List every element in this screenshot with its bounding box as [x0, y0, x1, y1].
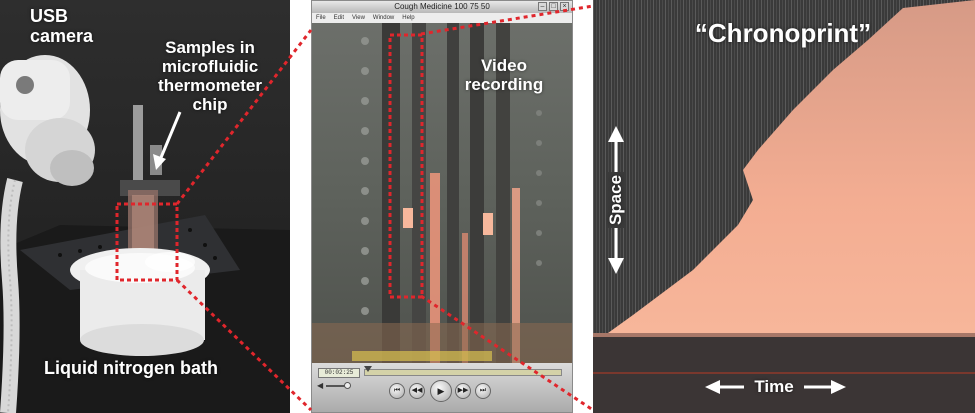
menu-item-edit[interactable]: Edit	[333, 15, 345, 21]
samples-label-line1: Samples in	[165, 38, 255, 57]
minimize-icon[interactable]: –	[538, 2, 547, 11]
player-menu-bar: File Edit View Window Help	[312, 13, 572, 23]
skip-to-end-icon: ⏭	[479, 387, 487, 394]
usb-camera-label: USB camera	[30, 6, 93, 46]
video-label-line2: recording	[464, 75, 544, 94]
skip-to-start-icon: ⏮	[393, 387, 401, 394]
chronoprint-image	[593, 0, 975, 413]
menu-item-help[interactable]: Help	[402, 15, 415, 21]
rewind-button[interactable]: ◀◀	[409, 383, 425, 399]
usb-camera-label-line2: camera	[30, 26, 94, 46]
scrubber-playhead-icon[interactable]	[363, 366, 372, 372]
space-axis-label: Space	[606, 172, 626, 228]
skip-to-start-button[interactable]: ⏮	[389, 383, 405, 399]
rewind-icon: ◀◀	[411, 387, 423, 394]
samples-label-line2: microfluidic	[161, 57, 259, 76]
samples-label: Samples in microfluidic thermometer chip	[140, 38, 280, 114]
samples-label-line4: chip	[192, 95, 228, 114]
chronoprint-title: “Chronoprint”	[694, 18, 872, 48]
volume-knob[interactable]	[344, 382, 351, 389]
usb-camera-label-line1: USB	[30, 6, 69, 26]
player-title-bar[interactable]: Cough Medicine 100 75 50 – □ ×	[312, 1, 572, 13]
samples-label-line3: thermometer	[158, 76, 262, 95]
window-title: Cough Medicine 100 75 50	[394, 2, 490, 11]
volume-slider[interactable]	[326, 385, 350, 387]
video-frame[interactable]: Video recording	[312, 23, 572, 363]
fast-forward-icon: ▶▶	[457, 387, 469, 394]
play-icon: ▶	[437, 386, 445, 396]
time-axis-label: Time	[744, 377, 804, 397]
play-button[interactable]: ▶	[430, 380, 452, 402]
playback-scrubber[interactable]	[364, 369, 562, 376]
skip-to-end-button[interactable]: ⏭	[475, 383, 491, 399]
setup-photo-illustration	[0, 55, 290, 413]
setup-photo-panel: USB camera Samples in microfluidic therm…	[0, 0, 290, 413]
maximize-icon[interactable]: □	[549, 2, 558, 11]
fast-forward-button[interactable]: ▶▶	[455, 383, 471, 399]
video-recording-label: Video recording	[454, 56, 554, 94]
volume-icon[interactable]: ◀	[317, 381, 324, 390]
menu-item-view[interactable]: View	[352, 15, 365, 21]
close-icon[interactable]: ×	[560, 2, 569, 11]
video-label-line1: Video	[481, 56, 527, 75]
menu-item-window[interactable]: Window	[372, 15, 395, 21]
timecode-display: 00:02:25	[318, 368, 360, 378]
chronoprint-panel: “Chronoprint” Space Time	[593, 0, 975, 413]
playback-controls: 00:02:25 ◀ ⏮ ◀◀ ▶ ▶▶ ⏭	[312, 363, 572, 412]
bath-label: Liquid nitrogen bath	[44, 358, 218, 378]
menu-item-file[interactable]: File	[316, 15, 326, 21]
